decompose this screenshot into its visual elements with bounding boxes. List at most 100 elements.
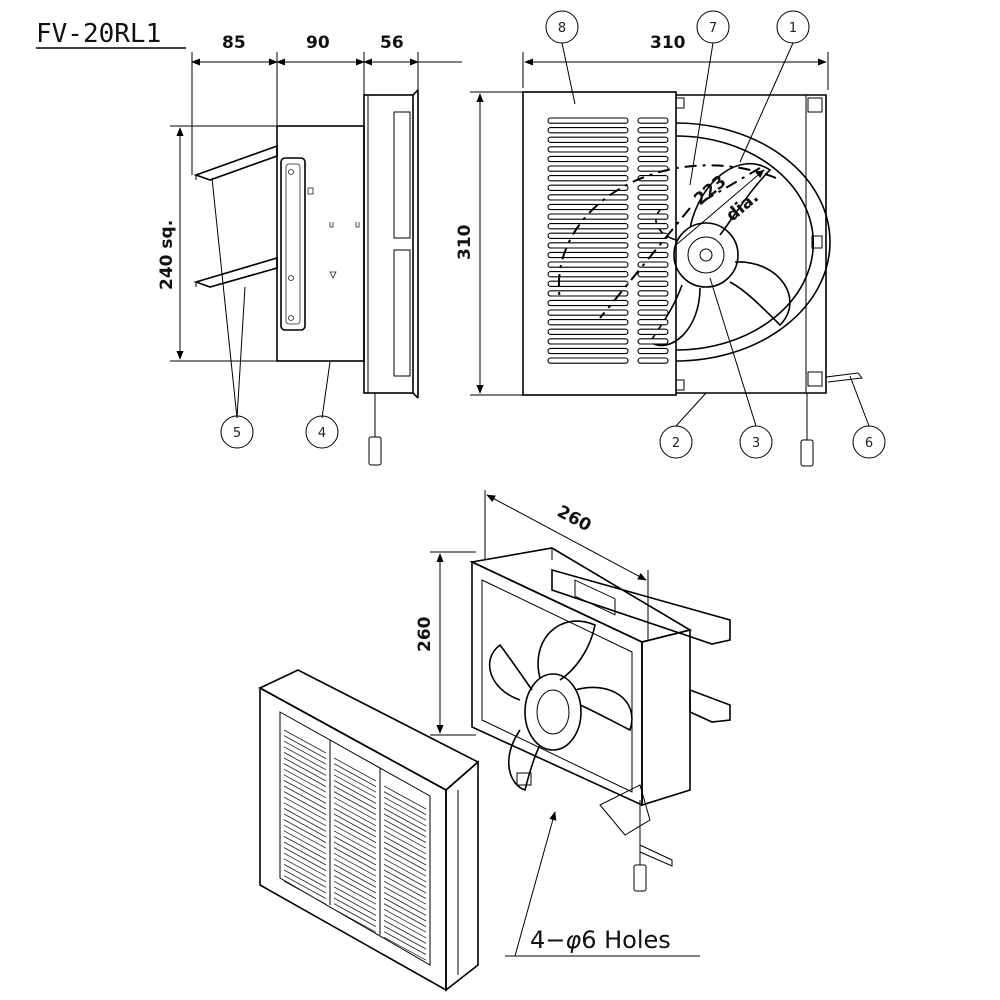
grille-slot <box>637 357 669 364</box>
callout-1: 1 <box>789 21 797 36</box>
grille-louver <box>333 830 377 855</box>
grille-louver <box>333 869 377 894</box>
grille-louver <box>383 864 427 888</box>
grille-louver <box>283 791 327 815</box>
grille-louver <box>333 836 377 860</box>
grille-slot <box>547 271 629 278</box>
grille-slot <box>637 146 669 153</box>
grille-louver <box>283 869 327 894</box>
grille-slot <box>637 117 669 124</box>
grille-slot <box>547 194 629 201</box>
grille-louver <box>383 819 427 843</box>
callout-3: 3 <box>752 436 760 451</box>
callout-8: 8 <box>558 21 566 36</box>
grille-louver <box>283 841 327 866</box>
grille-louver <box>283 785 327 810</box>
grille-louver <box>333 813 377 838</box>
grille-slot <box>547 357 629 364</box>
grille-louver <box>383 858 427 883</box>
grille-louver <box>333 802 377 827</box>
iso-grille-slots <box>283 729 427 961</box>
grille-louver <box>333 824 377 849</box>
grille-slot <box>547 319 629 326</box>
callout-7: 7 <box>709 21 717 36</box>
grille-slot <box>637 271 669 278</box>
grille-louver <box>283 858 327 883</box>
grille-louver <box>383 880 427 905</box>
grille-slot <box>637 280 669 287</box>
grille-louver <box>333 763 377 787</box>
grille-slot <box>637 213 669 220</box>
grille-louver <box>333 757 377 782</box>
grille-louver <box>283 774 327 799</box>
grille-louver <box>383 914 427 939</box>
grille-slot <box>547 184 629 191</box>
grille-louver <box>333 819 377 843</box>
grille-louver <box>283 763 327 787</box>
callout-4: 4 <box>318 426 326 441</box>
grille-slot <box>547 299 629 307</box>
grille-louver <box>283 819 327 843</box>
grille-louver <box>333 852 377 877</box>
grille-slot <box>637 261 669 268</box>
grille-louver <box>383 813 427 838</box>
grille-louver <box>283 852 327 877</box>
grille-slot <box>637 319 669 326</box>
grille-slot <box>547 328 629 335</box>
grille-louver <box>383 936 427 961</box>
grille-slot <box>547 280 629 287</box>
grille-slot <box>547 213 629 220</box>
grille-louver <box>283 802 327 827</box>
grille-louver <box>333 903 377 927</box>
grille-louver <box>383 847 427 871</box>
grille-louver <box>333 908 377 933</box>
grille-slot <box>637 136 669 143</box>
grille-slot <box>637 242 669 249</box>
grille-slot <box>547 290 629 297</box>
grille-louver <box>283 740 327 765</box>
callout-5: 5 <box>233 426 241 441</box>
grille-louver <box>283 880 327 905</box>
grille-slot <box>547 117 629 124</box>
grille-louver <box>333 808 377 832</box>
grille-louver <box>333 774 377 799</box>
grille-slot <box>547 155 629 163</box>
grille-louver <box>383 908 427 933</box>
grille-louver <box>283 757 327 782</box>
holes-label: 4−φ6 Holes <box>530 926 671 954</box>
grille-louver <box>383 920 427 944</box>
grille-louver <box>333 858 377 883</box>
grille-slot <box>547 175 629 182</box>
grille-slot <box>547 251 629 259</box>
grille-louver <box>283 847 327 871</box>
grille-slot <box>547 309 629 316</box>
grille-louver <box>333 780 377 804</box>
grille-louver <box>383 802 427 827</box>
grille-louver <box>283 752 327 776</box>
grille-slot <box>637 347 669 355</box>
grille-louver <box>283 824 327 849</box>
grille-slot <box>637 155 669 163</box>
grille-slot <box>637 127 669 134</box>
grille-louver <box>333 897 377 922</box>
dim-height-310: 310 <box>455 224 475 260</box>
grille-louver <box>383 836 427 860</box>
grille-louver <box>333 768 377 793</box>
grille-slot <box>547 347 629 355</box>
grille-slot <box>547 127 629 134</box>
grille-slot <box>637 165 669 172</box>
grille-louver <box>283 864 327 888</box>
grille-louver <box>383 897 427 922</box>
grille-slot <box>547 242 629 249</box>
grille-louver <box>383 824 427 849</box>
grille-louver <box>333 875 377 899</box>
grille-louver <box>383 869 427 894</box>
grille-louver <box>383 875 427 899</box>
grille-louver <box>283 729 327 754</box>
dim-width-310: 310 <box>650 33 686 53</box>
front-view: 310 310 223 <box>455 10 886 467</box>
grille-louver <box>383 808 427 832</box>
grille-louver <box>283 735 327 759</box>
grille-slot <box>637 175 669 182</box>
